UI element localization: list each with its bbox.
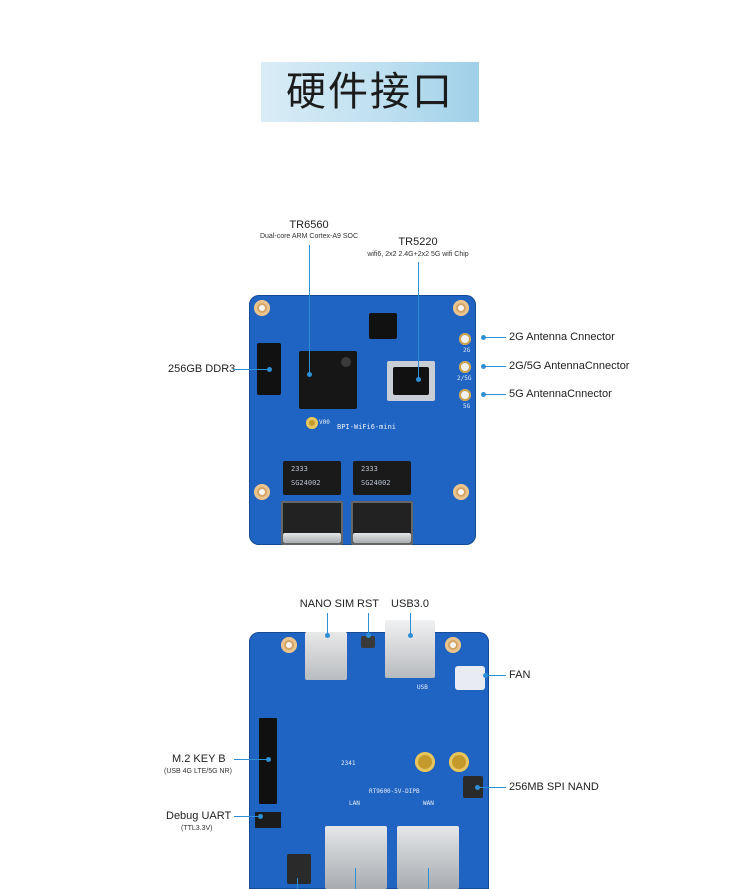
silk-ant-2g5g: 2/5G	[457, 375, 472, 382]
silk-code: 2341	[341, 760, 356, 767]
label-nano-sim: NANO SIM	[299, 598, 355, 610]
silk-ant-5g: 5G	[463, 403, 471, 410]
usb-c-port	[287, 854, 311, 884]
leader-uart	[234, 816, 260, 817]
leader-ddr	[233, 369, 269, 370]
silk-mag-right: SG24002	[361, 479, 391, 487]
dot-nand	[475, 785, 480, 790]
silk-mag-right-code: 2333	[361, 465, 378, 473]
silk-brand: BPI-WiFi6-mini	[337, 423, 397, 431]
label-5g-antenna: 5G AntennaCnnector	[509, 388, 612, 400]
leader-2g-antenna	[484, 337, 506, 338]
silk-mag-left: SG24002	[291, 479, 321, 487]
magnetics-left	[283, 461, 341, 495]
test-pad	[306, 417, 318, 429]
label-m2-desc: (USB 4G LTE/5G NR)	[164, 768, 232, 775]
magnetics-right	[353, 461, 411, 495]
leader-rst	[368, 613, 369, 635]
leader-lan	[355, 868, 356, 889]
leader-tr5220	[418, 262, 419, 380]
dot-2g5g-antenna	[481, 364, 486, 369]
flash-chip	[369, 313, 397, 339]
mount-hole	[445, 637, 461, 653]
title-banner: 硬件接口	[261, 62, 479, 122]
label-tr6560: TR6560	[289, 219, 329, 231]
leader-wan	[428, 868, 429, 889]
label-m2: M.2 KEY B	[172, 753, 226, 765]
dot-5g-antenna	[481, 392, 486, 397]
nano-sim-slot	[305, 632, 347, 680]
leader-5g-antenna	[484, 394, 506, 395]
wifi-chip	[393, 367, 429, 395]
dot-usb3	[408, 633, 413, 638]
leader-usb3	[410, 613, 411, 635]
label-2g5g-antenna: 2G/5G AntennaCnnector	[509, 360, 630, 372]
mount-hole	[281, 637, 297, 653]
dot-fan	[483, 673, 488, 678]
ethernet-port-right-shield	[353, 533, 411, 543]
nand-chip	[463, 776, 483, 798]
top-board: 2G 2/5G 5G BPI-WiFi6-mini V00 2333 SG240…	[249, 295, 476, 545]
antenna-5g	[459, 389, 471, 401]
lan-port	[325, 826, 387, 889]
label-ddr: 256GB DDR3	[168, 363, 236, 375]
leader-m2	[234, 759, 268, 760]
label-usb3: USB3.0	[391, 598, 429, 610]
soc-logo	[341, 357, 351, 367]
label-uart-desc: (TTL3.3V)	[181, 825, 213, 832]
dot-m2	[266, 757, 271, 762]
label-tr5220-desc: wifi6, 2x2 2.4G+2x2 5G wifi Chip	[367, 251, 469, 258]
dot-nano-sim	[325, 633, 330, 638]
label-tr6560-desc: Dual-core ARM Cortex-A9 SOC	[259, 233, 359, 240]
standoff-left	[415, 752, 435, 772]
leader-fan	[486, 675, 506, 676]
dot-uart	[258, 814, 263, 819]
dot-tr6560	[307, 372, 312, 377]
label-2g-antenna: 2G Antenna Cnnector	[509, 331, 615, 343]
silk-version: V00	[319, 419, 330, 426]
label-tr5220: TR5220	[398, 236, 438, 248]
dot-tr5220	[416, 377, 421, 382]
leader-usb-c	[297, 878, 298, 889]
dot-rst	[366, 633, 371, 638]
silk-model: RT9600-5V-DIPB	[369, 788, 420, 795]
fan-header	[455, 666, 485, 690]
silk-mag-left-code: 2333	[291, 465, 308, 473]
bottom-board: USB RT9600-5V-DIPB 2341 LAN WAN	[249, 620, 489, 889]
antenna-2g	[459, 333, 471, 345]
mount-hole	[254, 300, 270, 316]
reset-button	[361, 636, 375, 648]
page-title: 硬件接口	[286, 69, 454, 115]
dot-ddr	[267, 367, 272, 372]
leader-nand	[478, 787, 506, 788]
dot-2g-antenna	[481, 335, 486, 340]
antenna-2g5g	[459, 361, 471, 373]
mount-hole	[453, 300, 469, 316]
label-nand: 256MB SPI NAND	[509, 781, 599, 793]
leader-2g5g-antenna	[484, 366, 506, 367]
label-uart: Debug UART	[166, 810, 232, 822]
mount-hole	[254, 484, 270, 500]
mount-hole	[453, 484, 469, 500]
silk-lan: LAN	[349, 800, 360, 807]
ethernet-port-left-shield	[283, 533, 341, 543]
label-fan: FAN	[509, 669, 531, 681]
silk-wan: WAN	[423, 800, 434, 807]
leader-nano-sim	[327, 613, 328, 635]
standoff-right	[449, 752, 469, 772]
label-rst: RST	[357, 598, 379, 610]
leader-tr6560	[309, 245, 310, 375]
silk-usb: USB	[417, 684, 428, 691]
silk-ant-2g: 2G	[463, 347, 471, 354]
